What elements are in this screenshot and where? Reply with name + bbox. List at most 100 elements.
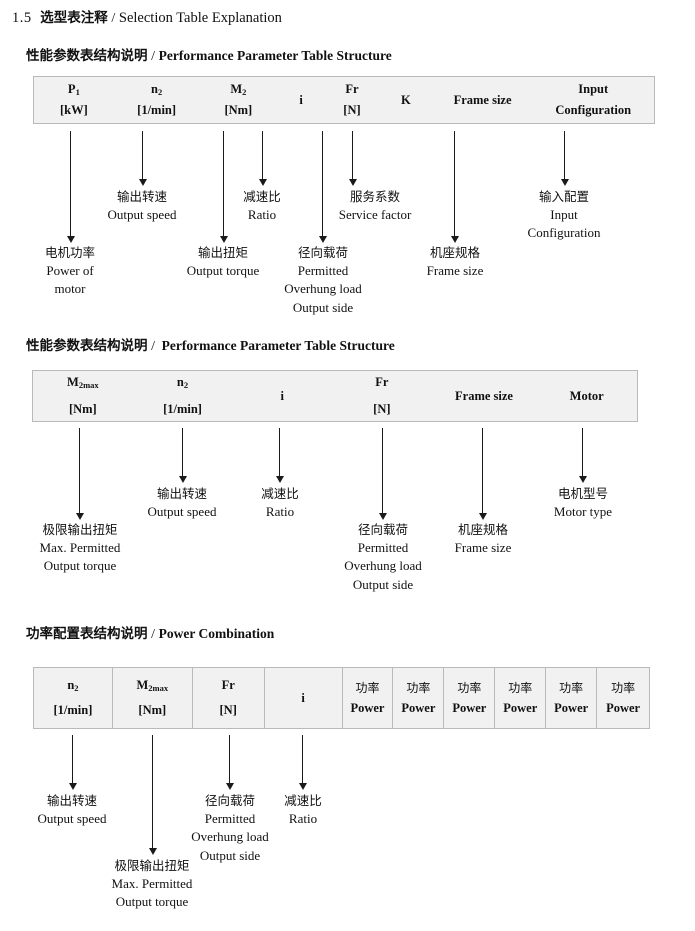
table3-col-fr: Fr [N] (191, 668, 264, 728)
table2-col-i: i (232, 371, 332, 421)
table3-col-power-3-en: Power (452, 700, 487, 715)
label-ratio-2: 减速比 Ratio (261, 485, 299, 521)
label-frame-size-2-en-1: Frame size (454, 539, 512, 555)
table3-col-power-3-cn: 功率 (457, 680, 482, 695)
table1-col-n2-unit: [1/min] (137, 103, 177, 117)
table1-col-n2: n2 [1/min] (114, 77, 200, 123)
table2-col-m2max-symbol: M (67, 375, 79, 390)
arrow-to-input-configuration (560, 131, 569, 186)
arrow-to-frame-size-1 (450, 131, 459, 243)
label-ratio-2-cn: 减速比 (261, 486, 299, 501)
table1-col-frame-size: Frame size (433, 77, 533, 123)
label-ratio-3: 减速比 Ratio (284, 792, 322, 828)
label-output-torque-1-en-1: Output torque (186, 262, 260, 278)
label-permitted-overhung-load-3: 径向载荷 Permitted Overhung load Output side (191, 792, 269, 865)
table1-col-p1-symbol: P (67, 82, 76, 97)
label-permitted-overhung-load-2-en-2: Overhung load (344, 558, 422, 574)
table2-col-fr-unit: [N] (373, 402, 391, 416)
page-title-cn: 选型表注释 (40, 10, 108, 26)
label-permitted-overhung-load-2: 径向载荷 Permitted Overhung load Output side (344, 521, 422, 594)
section-heading-2-cn: 性能参数表结构说明 (26, 338, 148, 354)
arrow-to-motor-type (578, 428, 587, 483)
label-frame-size-1: 机座规格 Frame size (427, 244, 484, 280)
label-max-permitted-output-torque-2-en-1: Max. Permitted (39, 539, 121, 555)
arrow-to-output-torque (219, 131, 228, 243)
label-output-speed-2: 输出转速 Output speed (148, 485, 217, 521)
table1-col-n2-sub: 2 (157, 87, 163, 98)
table3-col-power-2-en: Power (401, 700, 436, 715)
table3-col-power-3: 功率 Power (443, 668, 494, 728)
label-permitted-overhung-load-3-en-1: Permitted (204, 810, 256, 826)
table1-col-n2-symbol: n (151, 82, 158, 97)
table3-col-power-2-cn: 功率 (406, 680, 431, 695)
label-output-speed-3-cn: 输出转速 (46, 793, 97, 808)
label-permitted-overhung-load-3-en-2: Overhung load (191, 829, 269, 845)
table1-col-m2-unit: [Nm] (224, 103, 253, 117)
page-title: 1.5 选型表注释 / Selection Table Explanation (12, 6, 282, 27)
table3-col-power-1-en: Power (350, 700, 385, 715)
table2-col-n2: n2 [1/min] (133, 371, 233, 421)
label-power-of-motor-en-1: Power of (46, 262, 94, 278)
table1-col-i-symbol: i (299, 92, 303, 107)
label-max-permitted-output-torque-3-en-2: Output torque (115, 894, 189, 910)
page-title-en: Selection Table Explanation (118, 10, 282, 26)
arrow-to-output-speed-1 (138, 131, 147, 186)
table3-col-power-5: 功率 Power (545, 668, 596, 728)
label-max-permitted-output-torque-3-en-1: Max. Permitted (111, 875, 193, 891)
table3-col-power-5-en: Power (554, 700, 589, 715)
table1-col-frame-size-symbol: Frame size (453, 92, 512, 107)
label-frame-size-2: 机座规格 Frame size (455, 521, 512, 557)
arrow-to-frame-size-2 (478, 428, 487, 520)
table3-col-i: i (263, 668, 342, 728)
label-max-permitted-output-torque-2-en-2: Output torque (43, 558, 117, 574)
table3-col-power-2: 功率 Power (392, 668, 443, 728)
arrow-to-output-speed-2 (178, 428, 187, 483)
label-input-configuration: 输入配置 Input Configuration (528, 188, 601, 243)
table2-col-m2max: M2max [Nm] (33, 371, 133, 421)
label-output-torque-1-cn: 输出扭矩 (197, 245, 249, 260)
table1-col-input-configuration-unit: Configuration (555, 103, 632, 117)
section-heading-3-cn: 功率配置表结构说明 (26, 626, 148, 642)
label-permitted-overhung-load-1: 径向载荷 Permitted Overhung load Output side (284, 244, 362, 317)
label-power-of-motor-en-2: motor (54, 281, 86, 297)
arrow-to-service-factor (348, 131, 357, 186)
label-output-speed-3-en-1: Output speed (37, 810, 107, 826)
title-separator: / (111, 11, 116, 26)
arrow-to-output-speed-3 (68, 735, 77, 790)
label-ratio-3-cn: 减速比 (284, 793, 322, 808)
label-max-permitted-output-torque-2: 极限输出扭矩 Max. Permitted Output torque (40, 521, 121, 576)
table1-col-i: i (277, 77, 325, 123)
table3-col-power-4-cn: 功率 (508, 680, 533, 695)
table1-col-input-configuration: Input Configuration (532, 77, 654, 123)
arrow-to-power-of-motor (66, 131, 75, 243)
arrow-to-ratio-2 (275, 428, 284, 483)
label-output-speed-2-cn: 输出转速 (156, 486, 207, 501)
label-permitted-overhung-load-1-en-1: Permitted (297, 262, 349, 278)
table3-col-power-5-cn: 功率 (559, 680, 584, 695)
section-heading-2-sep: / (151, 339, 156, 354)
performance-parameter-table-1: P1 [kW] n2 [1/min] M2 [Nm] i Fr [N] K Fr… (33, 76, 655, 124)
label-ratio-1-cn: 减速比 (243, 189, 281, 204)
label-permitted-overhung-load-3-en-3: Output side (199, 847, 261, 863)
label-permitted-overhung-load-1-en-3: Output side (292, 299, 354, 315)
arrow-to-permitted-overhung-load-2 (378, 428, 387, 520)
section-heading-2-en: Performance Parameter Table Structure (161, 338, 395, 353)
label-permitted-overhung-load-2-cn: 径向载荷 (357, 522, 408, 537)
table3-col-power-6: 功率 Power (596, 668, 649, 728)
arrow-to-ratio-1 (258, 131, 267, 186)
label-motor-type-cn: 电机型号 (557, 486, 609, 501)
label-input-configuration-en-2: Configuration (527, 225, 601, 241)
label-max-permitted-output-torque-3-cn: 极限输出扭矩 (114, 858, 190, 873)
table2-col-motor: Motor (536, 371, 637, 421)
table1-col-m2-symbol: M (230, 82, 243, 97)
section-number: 1.5 (12, 10, 32, 26)
table1-col-m2-sub: 2 (242, 87, 247, 98)
table2-col-fr-symbol: Fr (375, 375, 389, 390)
table3-col-m2max: M2max [Nm] (111, 668, 192, 728)
arrow-to-permitted-overhung-load (318, 131, 327, 243)
table1-col-p1: P1 [kW] (34, 77, 114, 123)
table2-col-motor-symbol: Motor (569, 388, 604, 403)
label-permitted-overhung-load-3-cn: 径向载荷 (204, 793, 255, 808)
label-output-speed-1-cn: 输出转速 (116, 189, 167, 204)
